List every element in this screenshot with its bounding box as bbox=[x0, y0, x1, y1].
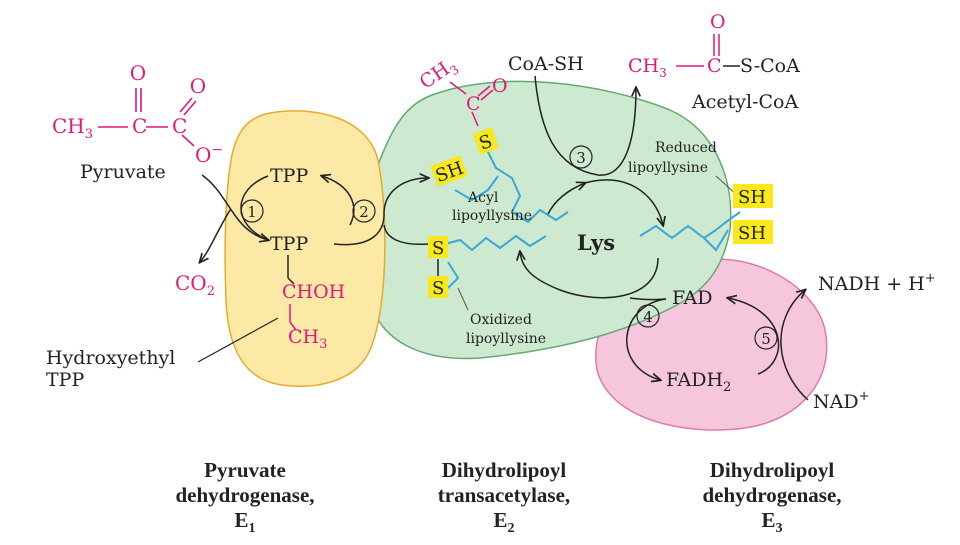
fadh2-label: FADH2 bbox=[666, 369, 731, 395]
pyruvate-ch3: CH3 bbox=[52, 114, 93, 142]
step1-marker bbox=[240, 199, 264, 223]
sh-reduced-2-highlight bbox=[733, 220, 773, 244]
sh-reduced-1-highlight bbox=[733, 184, 773, 208]
nad-arrow bbox=[780, 290, 809, 401]
co2-label: CO2 bbox=[175, 271, 215, 299]
step1-arrow-in bbox=[201, 174, 268, 240]
reduced-lipoyllysine-1: Reduced bbox=[655, 140, 717, 156]
hydroxyethyl-label-2: TPP bbox=[46, 369, 84, 391]
pyruvate-label: Pyruvate bbox=[80, 161, 166, 183]
step2-arrow-from-s bbox=[383, 224, 429, 246]
s-oxidized-2: S bbox=[432, 278, 444, 299]
step2-number: 2 bbox=[359, 203, 369, 221]
nadh-label: NADH + H+ bbox=[818, 271, 936, 295]
step2-arrow-from bbox=[333, 211, 385, 246]
step4-number: 4 bbox=[643, 308, 653, 326]
oxidized-lipoyllysine-1: Oxidized bbox=[470, 312, 532, 328]
pyruvate-o-1: O bbox=[130, 61, 146, 85]
pyruvate-structure: O O CH3 C C O− bbox=[52, 61, 223, 167]
enzyme-label-e2: Dihydrolipoyl transacetylase, E2 bbox=[437, 458, 571, 537]
acetyl-o: O bbox=[710, 11, 726, 33]
e2-cycle-arrow-right bbox=[584, 179, 663, 225]
s-oxidized-1: S bbox=[432, 238, 444, 259]
acyl-lipoyllysine-2: lipoyllysine bbox=[452, 208, 532, 224]
sh-reduced-2: SH bbox=[738, 223, 766, 244]
pyruvate-o-2: O bbox=[190, 74, 206, 98]
step2-arrow-to-sh bbox=[383, 178, 428, 213]
acyl-o: O bbox=[492, 75, 508, 97]
acetyl-c: C bbox=[707, 55, 722, 77]
acyl-c: C bbox=[466, 93, 481, 115]
e2-cycle-arrow-up bbox=[547, 183, 585, 215]
e1-cycle-arrow-top bbox=[322, 176, 355, 226]
step3-marker bbox=[569, 145, 593, 169]
reduced-lipoyllysine-2: lipoyllysine bbox=[628, 160, 708, 176]
hydroxyethyl-label-1: Hydroxyethyl bbox=[46, 347, 175, 369]
tpp-top: TPP bbox=[270, 165, 308, 187]
hydroxyethyl-ch3: CH3 bbox=[288, 326, 327, 352]
step4-arrow bbox=[626, 298, 667, 380]
tpp-bottom: TPP bbox=[270, 233, 308, 255]
enzyme-label-e3: Dihydrolipoyl dehydrogenase, E3 bbox=[702, 458, 842, 537]
pyruvate-bonds bbox=[98, 88, 197, 147]
step2-marker bbox=[352, 199, 376, 223]
pyruvate-c1: C bbox=[132, 114, 147, 138]
s-highlight bbox=[472, 127, 500, 155]
hydroxyethyl-pointer bbox=[197, 317, 279, 363]
coa-sh-label: CoA-SH bbox=[508, 53, 584, 75]
sh-highlight bbox=[430, 155, 468, 187]
step4-arrow-in bbox=[629, 297, 667, 301]
lys-label: Lys bbox=[577, 230, 615, 255]
pyruvate-c2: C bbox=[172, 114, 187, 138]
nad-label: NAD+ bbox=[813, 389, 870, 413]
co2-arrow-out bbox=[200, 209, 231, 262]
acetyl-s-coa: S-CoA bbox=[740, 55, 800, 77]
step5-number: 5 bbox=[761, 330, 771, 348]
chohh-label: CHOH bbox=[282, 281, 345, 303]
acetyl-coa-structure: O CH3 C S-CoA bbox=[628, 11, 800, 80]
s-ox-1-highlight bbox=[428, 236, 448, 258]
coa-sh-arrow bbox=[534, 75, 636, 176]
enzyme-label-e1: Pyruvate dehydrogenase, E1 bbox=[175, 458, 315, 537]
acetyl-coa-label: Acetyl-CoA bbox=[691, 91, 798, 113]
oxidized-lipoyllysine-2: lipoyllysine bbox=[466, 331, 546, 347]
fad-label: FAD bbox=[672, 287, 713, 309]
acetyl-ch3: CH3 bbox=[628, 55, 667, 80]
step5-marker bbox=[754, 326, 778, 350]
step1-number: 1 bbox=[247, 203, 257, 221]
acyl-lipoyllysine-1: Acyl bbox=[467, 190, 499, 206]
pyruvate-o-minus: O− bbox=[195, 142, 223, 167]
step3-number: 3 bbox=[576, 149, 586, 167]
e2-cycle-arrow-bottom bbox=[520, 252, 659, 299]
sh-reduced-1: SH bbox=[738, 187, 766, 208]
e1-enzyme-blob bbox=[224, 110, 386, 387]
step5-arrow-back bbox=[728, 298, 780, 375]
s-ox-2-highlight bbox=[428, 276, 448, 298]
